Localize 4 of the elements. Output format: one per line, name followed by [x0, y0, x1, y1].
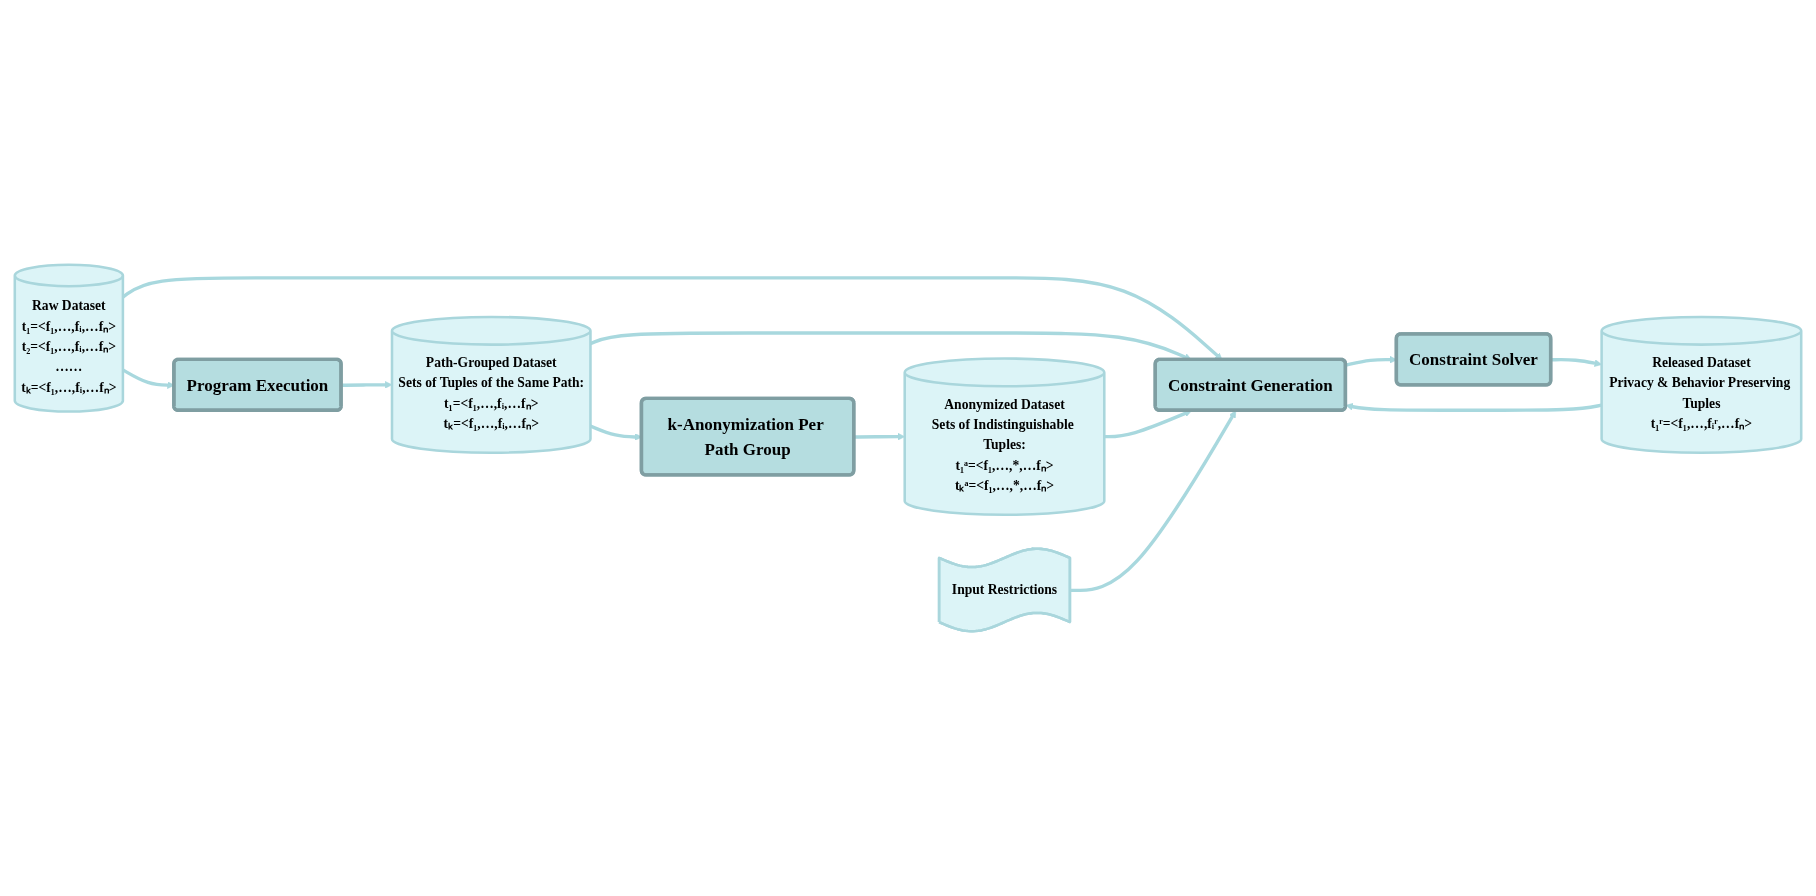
arrow: [1070, 410, 1237, 593]
arrow: [854, 432, 906, 441]
arrow: [1551, 357, 1602, 367]
arrow: [1345, 403, 1602, 412]
